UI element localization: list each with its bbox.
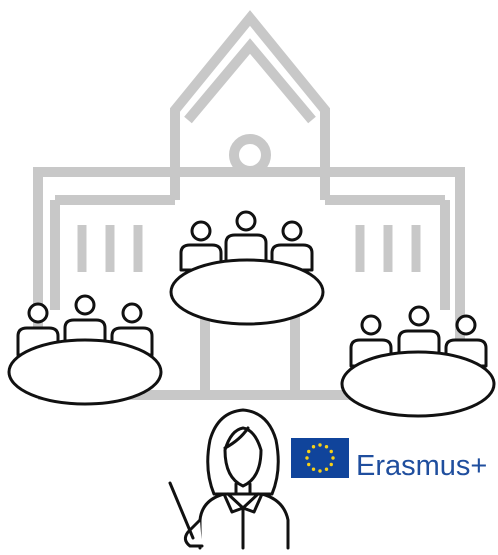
eu-star-icon (311, 467, 316, 471)
eu-star-icon (318, 469, 322, 473)
pointer-stick-icon (168, 481, 195, 540)
person-icon (349, 314, 393, 368)
eu-star-icon (311, 445, 316, 449)
eu-star-icon (329, 462, 333, 467)
eu-star-icon (307, 462, 311, 467)
person-icon (224, 210, 268, 264)
eu-star-icon (318, 443, 322, 447)
eu-star-icon (329, 449, 333, 454)
meeting-table-icon (340, 305, 496, 418)
teacher-icon (183, 408, 290, 550)
erasmus-logo: Erasmus+ (291, 438, 487, 482)
eu-star-icon (305, 456, 309, 460)
eu-star-icon (324, 467, 329, 471)
eu-star-icon (331, 456, 335, 460)
eu-flag-icon (291, 438, 349, 478)
meeting-table-icon (7, 294, 163, 406)
person-icon (397, 305, 441, 360)
meeting-table-icon (169, 210, 325, 326)
erasmus-wordmark: Erasmus+ (356, 450, 487, 482)
eu-star-icon (324, 445, 329, 449)
eu-star-icon (307, 449, 311, 454)
